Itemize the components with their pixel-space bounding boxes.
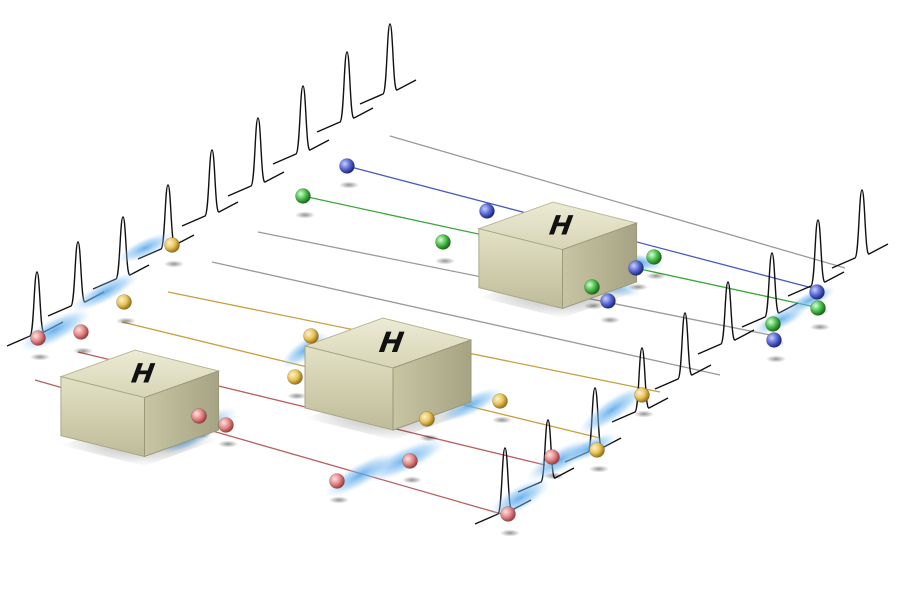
photon-yellow [116, 294, 132, 310]
photon-green [646, 249, 662, 265]
wave-pulse [272, 85, 330, 165]
photon-shadow [435, 257, 455, 265]
photon-blue [628, 260, 644, 276]
photon-shadow [544, 472, 564, 480]
wavepacket-glow [117, 232, 173, 264]
photon-shadow [766, 355, 786, 363]
photon-yellow [287, 369, 303, 385]
photon-red [500, 506, 516, 522]
photon-green [435, 234, 451, 250]
photon-shadow [30, 353, 50, 361]
hadamard-gates: HHH [59, 201, 639, 466]
wave-pulse [697, 281, 755, 355]
hadamard-gate: H [59, 349, 221, 466]
photon-yellow [634, 387, 650, 403]
photon-shadow [339, 181, 359, 189]
wave-pulse [92, 216, 150, 290]
photon-green [584, 279, 600, 295]
photon-blue [766, 332, 782, 348]
photon-shadow [73, 347, 93, 355]
photon-red [544, 449, 560, 465]
rail-line [389, 135, 846, 269]
wave-pulse [611, 347, 669, 423]
photon-shadow [600, 316, 620, 324]
photon-shadow [287, 392, 307, 400]
photon-shadow [295, 211, 315, 219]
photon-shadow [164, 260, 184, 268]
wave-pulse [654, 312, 712, 390]
wave-pulse [787, 219, 845, 297]
gate-side-face [392, 339, 472, 431]
photon-red [402, 453, 418, 469]
photon-blue [809, 284, 825, 300]
photon-shadow [500, 529, 520, 537]
photon-green [810, 300, 826, 316]
photon-shadow [589, 465, 609, 473]
photon-blue [339, 158, 355, 174]
gate-side-face [144, 370, 220, 458]
wave-pulse [181, 149, 239, 227]
rail-line [211, 261, 721, 376]
wave-pulses [6, 23, 889, 525]
photon-green [765, 316, 781, 332]
wave-pulse [227, 117, 285, 197]
wavepacket-glow [71, 272, 139, 312]
photon-shadow [646, 272, 666, 280]
photon-green [295, 188, 311, 204]
photon-red [30, 330, 46, 346]
photon-shadow [329, 496, 349, 504]
gate-side-face [562, 222, 638, 310]
photon-red [218, 417, 234, 433]
photons [30, 158, 826, 522]
wave-pulse [359, 23, 417, 105]
photon-red [329, 473, 345, 489]
photon-yellow [492, 393, 508, 409]
photon-yellow [419, 411, 435, 427]
photon-shadow [628, 283, 648, 291]
photon-red [73, 324, 89, 340]
photon-red [191, 408, 207, 424]
photon-blue [479, 203, 495, 219]
wavepacket-glow [578, 385, 646, 435]
photon-shadow [492, 416, 512, 424]
photon-shadow [634, 410, 654, 418]
photon-shadow [810, 323, 830, 331]
photon-shadow [402, 476, 422, 484]
photon-blue [600, 293, 616, 309]
photon-yellow [303, 328, 319, 344]
hadamard-gate: H [303, 317, 473, 440]
wave-pulse [831, 189, 889, 269]
photon-yellow [164, 237, 180, 253]
photon-yellow [589, 442, 605, 458]
photon-shadow [116, 317, 136, 325]
wave-pulse [741, 252, 799, 328]
wave-pulse [316, 51, 374, 133]
photon-shadow [218, 440, 238, 448]
photon-shadow [419, 434, 439, 442]
